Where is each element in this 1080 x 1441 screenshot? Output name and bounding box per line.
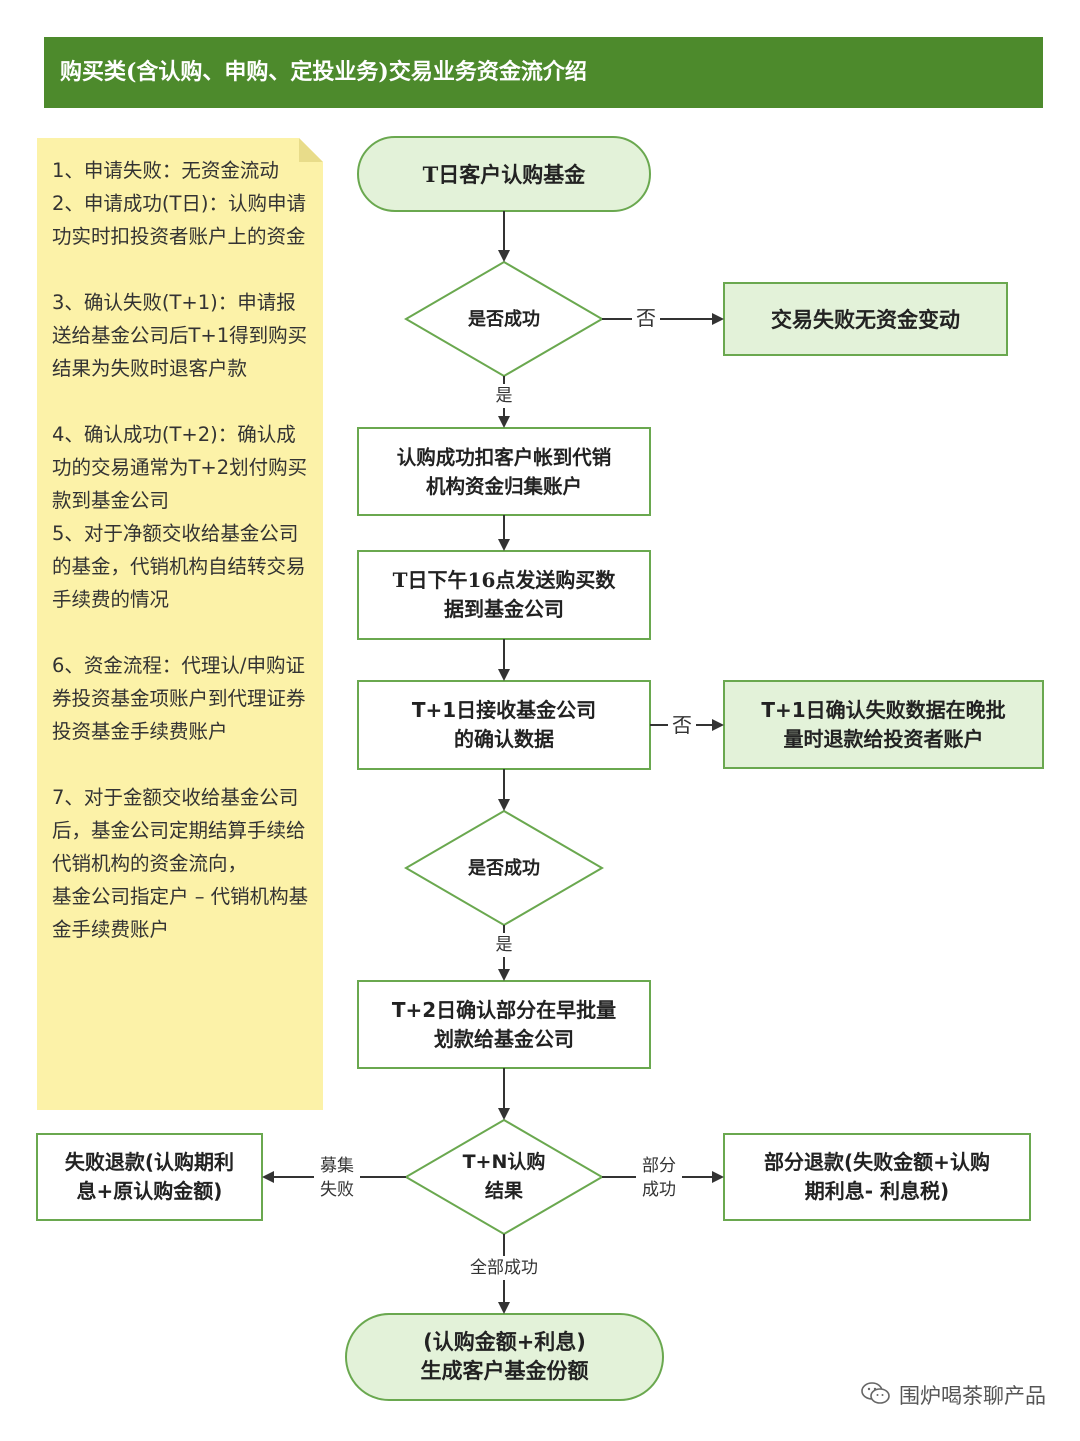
step-4-label: T+2日确认部分在早批量 划款给基金公司 bbox=[391, 997, 617, 1051]
end-node bbox=[345, 1313, 664, 1401]
step-1-node bbox=[357, 427, 651, 516]
end-node-label: (认购金额+利息) 生成客户基金份额 bbox=[420, 1330, 589, 1383]
page-title: 购买类(含认购、申购、定投业务)交易业务资金流介绍 bbox=[44, 37, 1043, 108]
start-node-label: T日客户认购基金 bbox=[422, 161, 586, 187]
step-1-label: 认购成功扣客户帐到代销 机构资金归集账户 bbox=[396, 445, 612, 498]
fail-1-node bbox=[723, 282, 1008, 356]
edge-label-no-1: 否 bbox=[632, 306, 660, 330]
edge-label-yes-1: 是 bbox=[490, 384, 518, 408]
edge-label-all-success: 全部成功 bbox=[458, 1256, 550, 1280]
decision-2-label: 是否成功 bbox=[468, 857, 540, 879]
watermark-text: 围炉喝茶聊产品 bbox=[899, 1384, 1046, 1408]
refund-fail-node bbox=[36, 1133, 263, 1221]
watermark: 围炉喝茶聊产品 bbox=[861, 1380, 1046, 1410]
refund-partial-node bbox=[723, 1133, 1031, 1221]
step-3-label: T+1日接收基金公司 的确认数据 bbox=[411, 698, 597, 751]
edge-label-partial-success: 部分 成功 bbox=[636, 1154, 682, 1202]
step-2-node bbox=[357, 550, 651, 640]
sticky-note bbox=[37, 138, 323, 1110]
step-4-node bbox=[357, 980, 651, 1069]
edge-label-no-2: 否 bbox=[668, 713, 696, 737]
wechat-icon bbox=[861, 1381, 891, 1410]
fail-2-label: T+1日确认失败数据在晚批 量时退款给投资者账户 bbox=[761, 697, 1006, 751]
decision-1-label: 是否成功 bbox=[468, 308, 540, 330]
refund-partial-label: 部分退款(失败金额+认购 期利息- 利息税) bbox=[764, 1150, 990, 1203]
fail-2-node bbox=[723, 680, 1044, 769]
edge-label-raise-fail: 募集 失败 bbox=[314, 1154, 360, 1202]
edge-label-yes-2: 是 bbox=[490, 933, 518, 957]
step-2-label: T日下午16点发送购买数 据到基金公司 bbox=[392, 568, 616, 621]
sticky-note-text: 1、申请失败：无资金流动 2、申请成功(T日)：认购申请功实时扣投资者账户上的资… bbox=[52, 159, 309, 941]
fail-1-label: 交易失败无资金变动 bbox=[771, 306, 960, 332]
decision-3-label: T+N认购 结果 bbox=[462, 1151, 546, 1202]
refund-fail-label: 失败退款(认购期利 息+原认购金额) bbox=[64, 1150, 235, 1203]
